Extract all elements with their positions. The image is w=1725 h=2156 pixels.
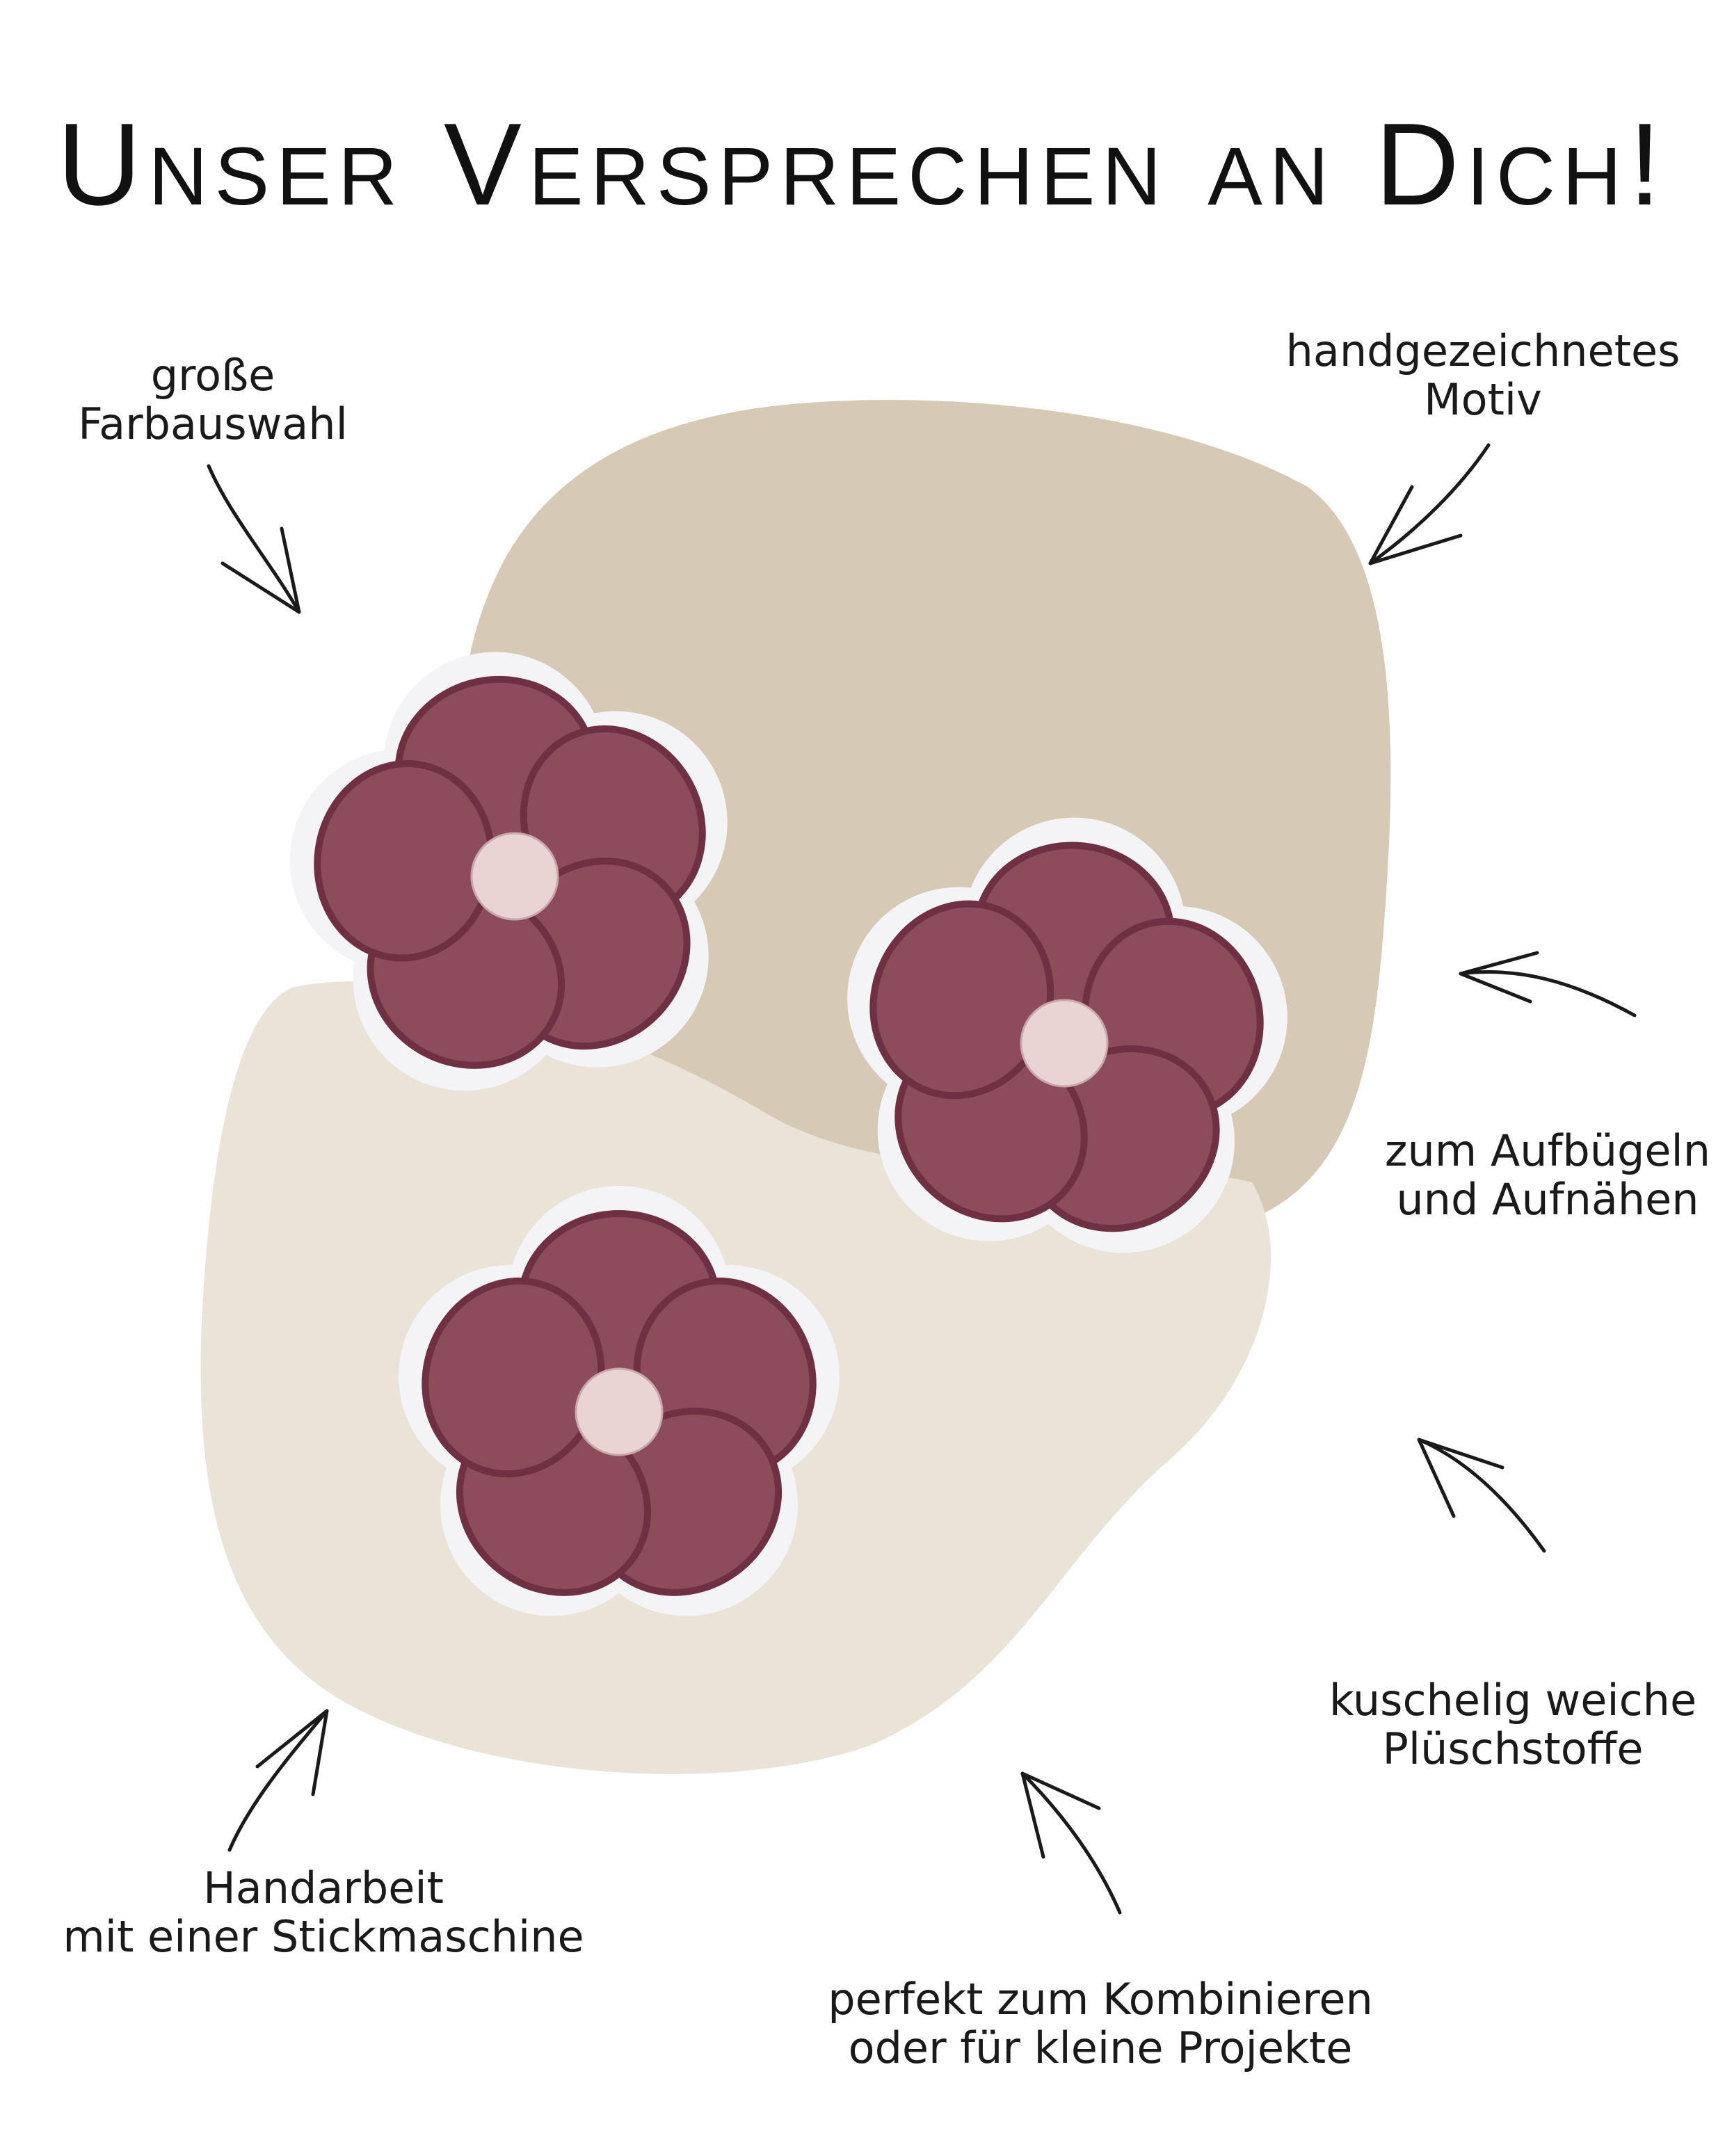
flower-center (1020, 999, 1109, 1088)
feature-line: oder für kleine Projekte (848, 2022, 1353, 2073)
flower-patch (399, 1186, 840, 1616)
arrow-icon (1417, 1438, 1546, 1553)
feature-line: kuschelig weiche (1329, 1675, 1697, 1725)
arrow-icon (207, 464, 301, 614)
feature-line: Plüschstoffe (1382, 1723, 1644, 1774)
arrow-icon (1020, 1771, 1122, 1915)
arrow-icon (1459, 951, 1637, 1017)
feature-iron-on: zum Aufbügeln und Aufnähen (1385, 1127, 1710, 1224)
feature-line: große (150, 350, 275, 401)
feature-handmade: Handarbeit mit einer Stickmaschine (63, 1864, 584, 1961)
page-title: Unser Versprechen an Dich! (57, 99, 1668, 230)
feature-line: handgezeichnetes (1285, 325, 1680, 376)
feature-combine: perfekt zum Kombinieren oder für kleine … (828, 1975, 1373, 2073)
flower-patch (847, 817, 1287, 1253)
feature-colors: große Farbauswahl (78, 351, 348, 449)
feature-plush: kuschelig weiche Plüschstoffe (1329, 1676, 1696, 1773)
arrow-icon (227, 1709, 329, 1852)
feature-line: mit einer Stickmaschine (63, 1911, 584, 1962)
flower-center (575, 1367, 664, 1456)
feature-line: Farbauswahl (78, 399, 348, 449)
arrow-icon (1368, 443, 1491, 565)
feature-line: perfekt zum Kombinieren (828, 1974, 1373, 2025)
feature-line: zum Aufbügeln (1384, 1125, 1711, 1176)
feature-line: Handarbeit (203, 1863, 444, 1913)
feature-line: und Aufnähen (1396, 1174, 1699, 1225)
flower-patch (289, 652, 728, 1091)
feature-line: Motiv (1424, 374, 1542, 425)
feature-motif: handgezeichnetes Motiv (1286, 327, 1680, 424)
flower-center (470, 832, 559, 921)
